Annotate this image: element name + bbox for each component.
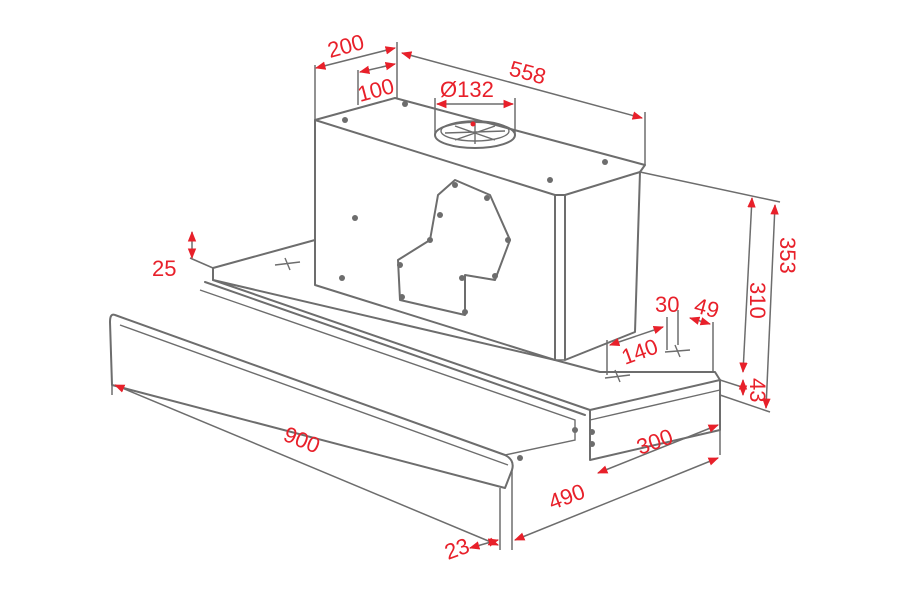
dimension-lines — [114, 46, 779, 550]
dim-outlet-diameter: Ø132 — [440, 77, 494, 102]
extension-lines — [111, 42, 781, 550]
dim-side-depth: 300 — [633, 424, 676, 460]
motor-housing — [314, 97, 646, 361]
dim-body-height: 310 — [745, 282, 770, 319]
dim-bracket-b: 49 — [692, 293, 722, 323]
dim-total-depth: 490 — [545, 479, 588, 515]
telescopic-drawer — [109, 281, 586, 489]
dim-bracket-c: 140 — [618, 334, 661, 370]
dim-width: 900 — [280, 421, 323, 458]
dim-motor-depth: 200 — [325, 29, 367, 63]
dim-front-offset: 23 — [441, 533, 473, 565]
dim-base-height: 43 — [745, 378, 770, 402]
air-outlet-ring — [434, 120, 516, 149]
dim-motor-offset: 100 — [355, 73, 397, 107]
dim-bracket-a: 30 — [655, 292, 679, 317]
dim-frame-height: 25 — [152, 256, 176, 281]
dim-motor-width: 558 — [507, 56, 549, 90]
dim-total-height: 353 — [775, 237, 800, 274]
